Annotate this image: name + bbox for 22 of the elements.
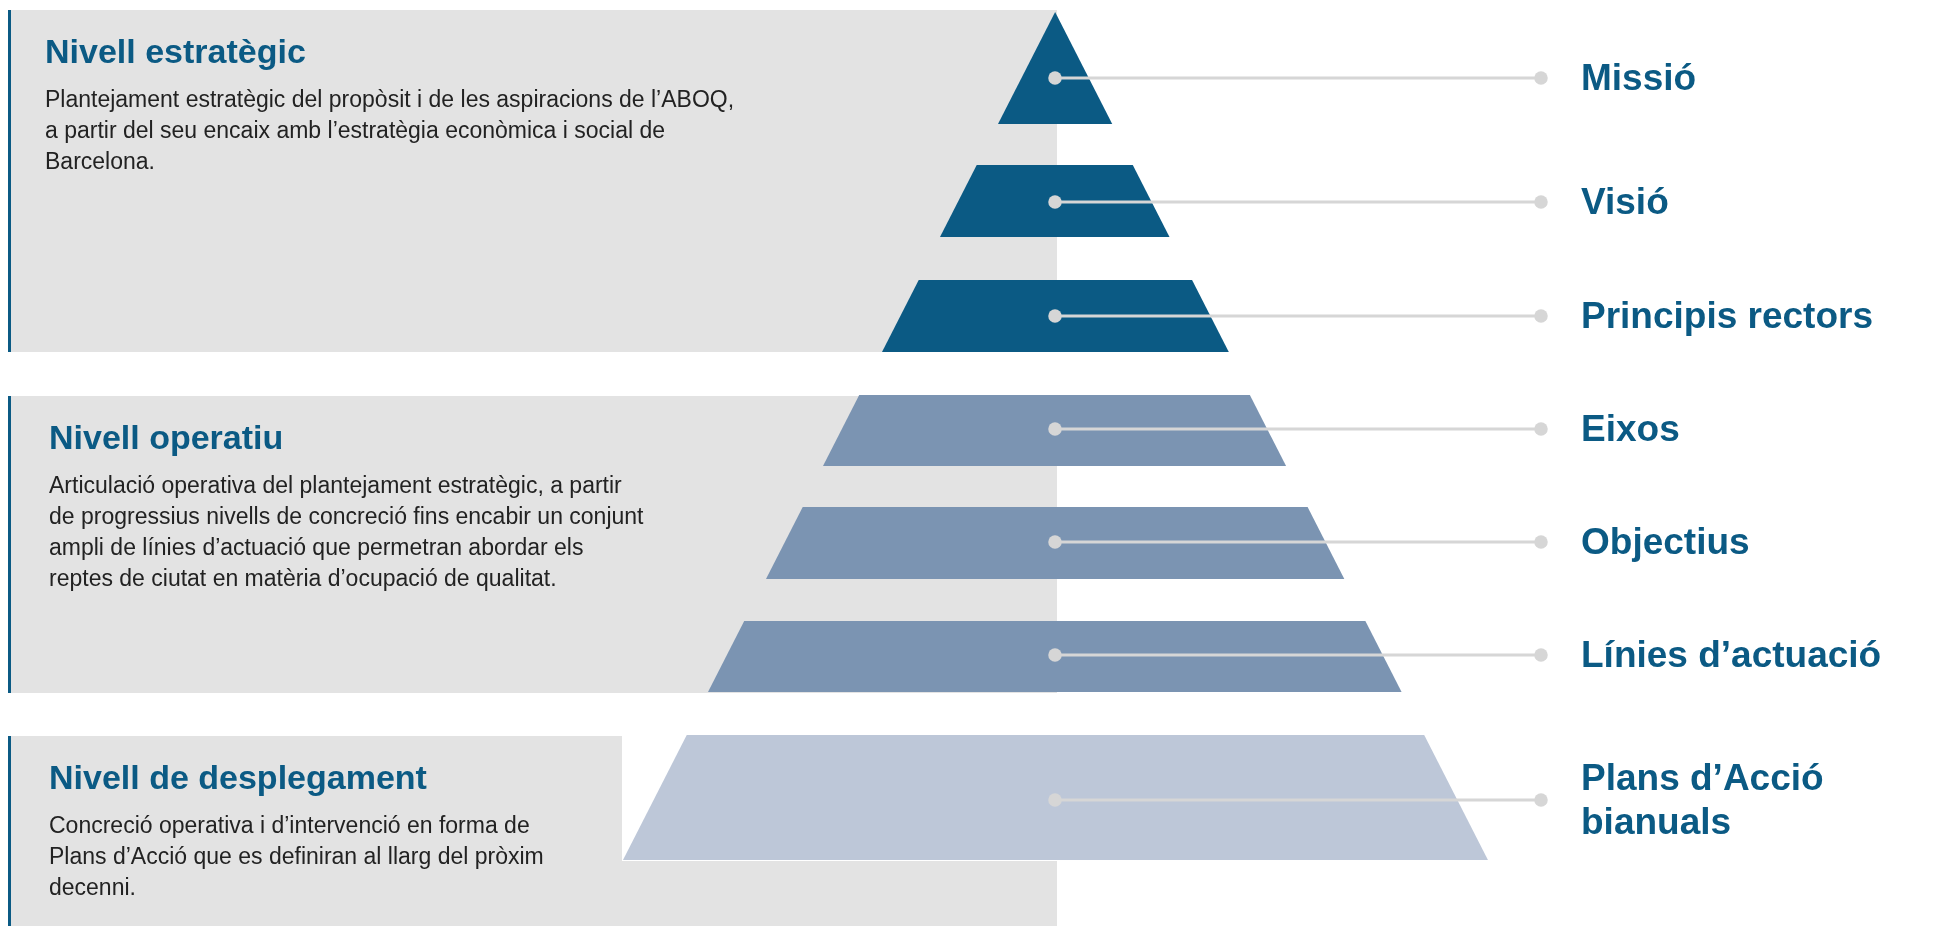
leader-line	[1048, 535, 1548, 549]
level-panel	[8, 736, 622, 926]
tier-label: Objectius	[1581, 520, 1750, 564]
level-heading: Nivell operatiu	[49, 418, 284, 457]
tier-label: Visió	[1581, 180, 1669, 224]
level-heading: Nivell estratègic	[45, 32, 306, 71]
tier-label: Eixos	[1581, 407, 1680, 451]
level-description: Plantejament estratègic del propòsit i de les aspiracions de l’ABOQ, a partir del seu encaix amb l’estratègia econòmica i social de Barcelona.	[45, 85, 735, 176]
leader-line	[1048, 195, 1548, 209]
level-panel	[8, 10, 1057, 352]
leader-line	[1048, 648, 1548, 662]
level-heading: Nivell de desplegament	[49, 758, 427, 797]
tier-label: Línies d’actuació	[1581, 633, 1882, 677]
level-description: Articulació operativa del plantejament estratègic, a partir de progressius nivells de concreció fins encabir un conjunt ampli de línies d’actuació que permetran abordar els reptes de ciutat en matèria d’ocupació de qualitat.	[49, 471, 645, 593]
tier-label: Plans d’Acció bianuals	[1581, 756, 1931, 844]
leader-line	[1048, 793, 1548, 807]
leader-line	[1048, 309, 1548, 323]
tier-label: Principis rectors	[1581, 294, 1873, 338]
level-description: Concreció operativa i d’intervenció en forma de Plans d’Acció que es definiran al llarg del pròxim decenni.	[49, 811, 545, 902]
leader-line	[1048, 422, 1548, 436]
tier-label: Missió	[1581, 56, 1697, 100]
leader-line	[1048, 71, 1548, 85]
